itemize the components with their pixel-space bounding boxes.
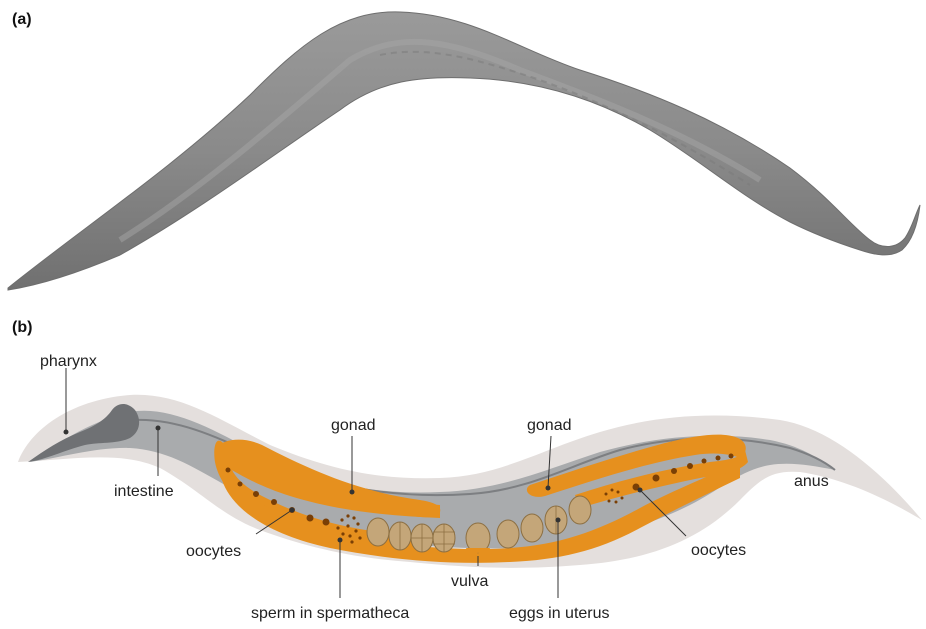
worm-micrograph [8, 12, 920, 290]
panel-b-label: (b) [12, 319, 32, 336]
label-pharynx: pharynx [40, 353, 97, 370]
label-gonad-right: gonad [527, 417, 572, 434]
oocyte-nucleus [323, 519, 330, 526]
panel-a-label: (a) [12, 11, 32, 28]
oocyte-nucleus [238, 482, 243, 487]
worm-schematic: pharynx intestine gonad gonad anus oocyt… [18, 353, 922, 622]
label-oocytes-right: oocytes [691, 542, 746, 559]
label-vulva: vulva [451, 573, 488, 590]
oocyte-nucleus [226, 468, 231, 473]
oocyte-nucleus [307, 515, 314, 522]
label-intestine: intestine [114, 483, 174, 500]
worm-micrograph-body [8, 12, 920, 290]
egg [367, 518, 389, 546]
label-eggs: eggs in uterus [509, 605, 610, 622]
oocyte-nucleus [253, 491, 259, 497]
label-anus: anus [794, 473, 829, 490]
egg [497, 520, 519, 548]
egg [521, 514, 543, 542]
oocyte-nucleus [271, 499, 277, 505]
label-sperm: sperm in spermatheca [251, 605, 409, 622]
label-oocytes-left: oocytes [186, 543, 241, 560]
egg [569, 496, 591, 524]
label-gonad-left: gonad [331, 417, 376, 434]
